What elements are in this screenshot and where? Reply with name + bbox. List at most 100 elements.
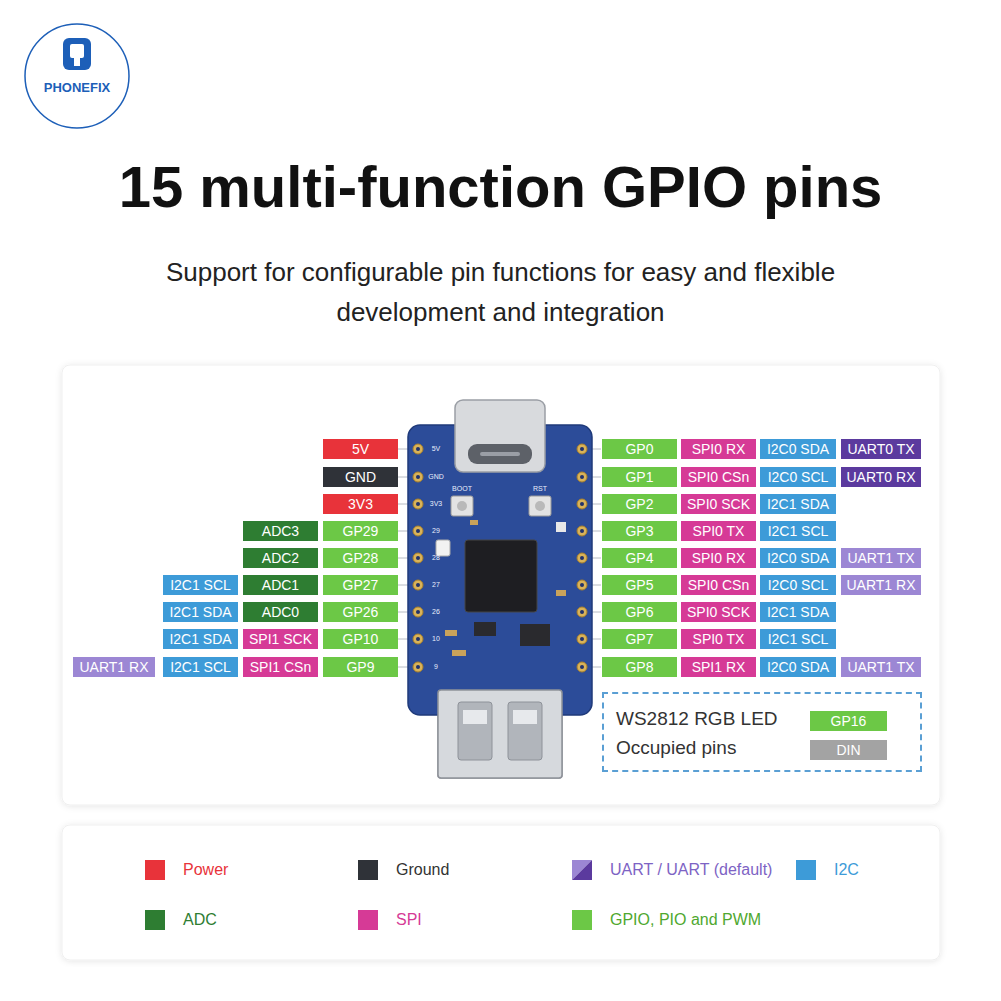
buttons-part [529,496,551,516]
adc-function-tag: ADC0 [243,602,318,622]
pin-label: SPI0 SCK [687,604,750,620]
i2c-function-tag: I2C1 SDA [163,602,238,622]
pin-holes-part [577,499,587,509]
gpio-pin-tag: GP10 [323,629,398,649]
pin-label: SPI0 RX [692,550,746,566]
usb-a-front [438,690,562,778]
pin-holes-part [577,580,587,590]
pin-holes-part [577,607,587,617]
chip-and-components-part [470,520,478,525]
i2c-function-tag: I2C1 SCL [760,629,836,649]
pin-holes-part [577,553,587,563]
silkscreen-label: 28 [425,553,447,563]
pin-hole-centers-part [580,665,584,669]
pin-holes-part [413,499,423,509]
pin-label: I2C1 SCL [768,631,829,647]
pin-label: GP29 [343,523,379,539]
pin-label: GP9 [346,659,374,675]
gpio-pin-tag: GP29 [323,521,398,541]
led-info-box: WS2812 RGB LEDOccupied pinsGP16DIN [602,692,922,772]
info-text: Occupied pins [616,737,736,759]
legend-swatch [358,910,378,930]
pin-label: I2C1 SDA [169,631,231,647]
pin-label: UART1 TX [847,550,914,566]
logo-part [63,38,91,70]
pin-label: 3V3 [348,496,373,512]
legend-swatch [358,860,378,880]
pin-label: SPI0 CSn [688,577,749,593]
pin-label: GP6 [625,604,653,620]
pin-label: I2C1 SCL [170,577,231,593]
pin-hole-centers [416,447,584,669]
pin-hole-centers-part [416,447,420,451]
pin-holes-part [577,444,587,454]
pin-label: SPI0 TX [693,631,745,647]
pin-hole-centers-part [580,583,584,587]
pin-hole-centers-part [580,502,584,506]
uart-function-tag: UART1 TX [841,657,921,677]
chip-and-components-part [436,540,450,556]
pin-label: GP5 [625,577,653,593]
subtitle: Support for configurable pin functions f… [100,252,901,332]
i2c-function-tag: I2C1 SCL [163,575,238,595]
legend-swatch [145,860,165,880]
pin-holes-part [413,634,423,644]
pin-label: SPI0 RX [692,441,746,457]
logo [25,24,129,128]
pin-label: GP0 [625,441,653,457]
pin-label: GP2 [625,496,653,512]
i2c-function-tag: I2C1 SDA [760,494,836,514]
legend-panel [62,825,940,960]
i2c-function-tag: I2C0 SDA [760,548,836,568]
usb-c-connector-part [480,452,520,456]
silkscreen-label: 26 [425,607,447,617]
legend-swatch [572,860,592,880]
pin-label: SPI1 CSn [250,659,311,675]
uart-function-tag: UART1 TX [841,548,921,568]
pin-label: GP8 [625,659,653,675]
pin-hole-centers-part [580,529,584,533]
pin-hole-centers-part [416,529,420,533]
spi-function-tag: SPI0 RX [681,548,756,568]
silkscreen-label: BOOT [450,484,474,494]
spi-function-tag: SPI1 CSn [243,657,318,677]
pin-label: GP26 [343,604,379,620]
adc-function-tag: ADC1 [243,575,318,595]
chip-and-components-part [452,650,466,656]
silkscreen-label: RST [528,484,552,494]
spi-function-tag: SPI0 SCK [681,602,756,622]
pin-holes-part [577,634,587,644]
spi-function-tag: SPI1 RX [681,657,756,677]
adc-function-tag: ADC2 [243,548,318,568]
gpio-pin-tag: GP27 [323,575,398,595]
buttons-part [457,501,467,511]
pin-hole-centers-part [580,556,584,560]
pin-label: ADC0 [262,604,299,620]
pin-label: SPI1 SCK [249,631,312,647]
pin-label: I2C0 SDA [767,550,829,566]
pin-hole-centers-part [416,665,420,669]
gpio-pin-tag: GP7 [602,629,677,649]
info-text: WS2812 RGB LED [616,708,778,730]
pin-label: ADC3 [262,523,299,539]
logo-part [25,24,129,128]
silkscreen-label: 3V3 [425,499,447,509]
pin-hole-centers-part [416,556,420,560]
pin-label: I2C1 SCL [768,523,829,539]
pin-label: GP3 [625,523,653,539]
pin-label: I2C1 SDA [767,604,829,620]
uart-function-tag: UART1 RX [73,657,155,677]
i2c-function-tag: I2C1 SDA [163,629,238,649]
pin-label: DIN [836,742,860,758]
chip-and-components-part [465,540,537,612]
buttons [451,496,551,516]
i2c-function-tag: I2C0 SDA [760,439,836,459]
pin-holes-part [577,472,587,482]
pin-label: GP1 [625,469,653,485]
silkscreen-label: 29 [425,526,447,536]
i2c-function-tag: I2C0 SCL [760,467,836,487]
pin-label: UART1 RX [847,577,916,593]
usb-c-connector-part [468,444,532,464]
i2c-function-tag: I2C0 SCL [760,575,836,595]
